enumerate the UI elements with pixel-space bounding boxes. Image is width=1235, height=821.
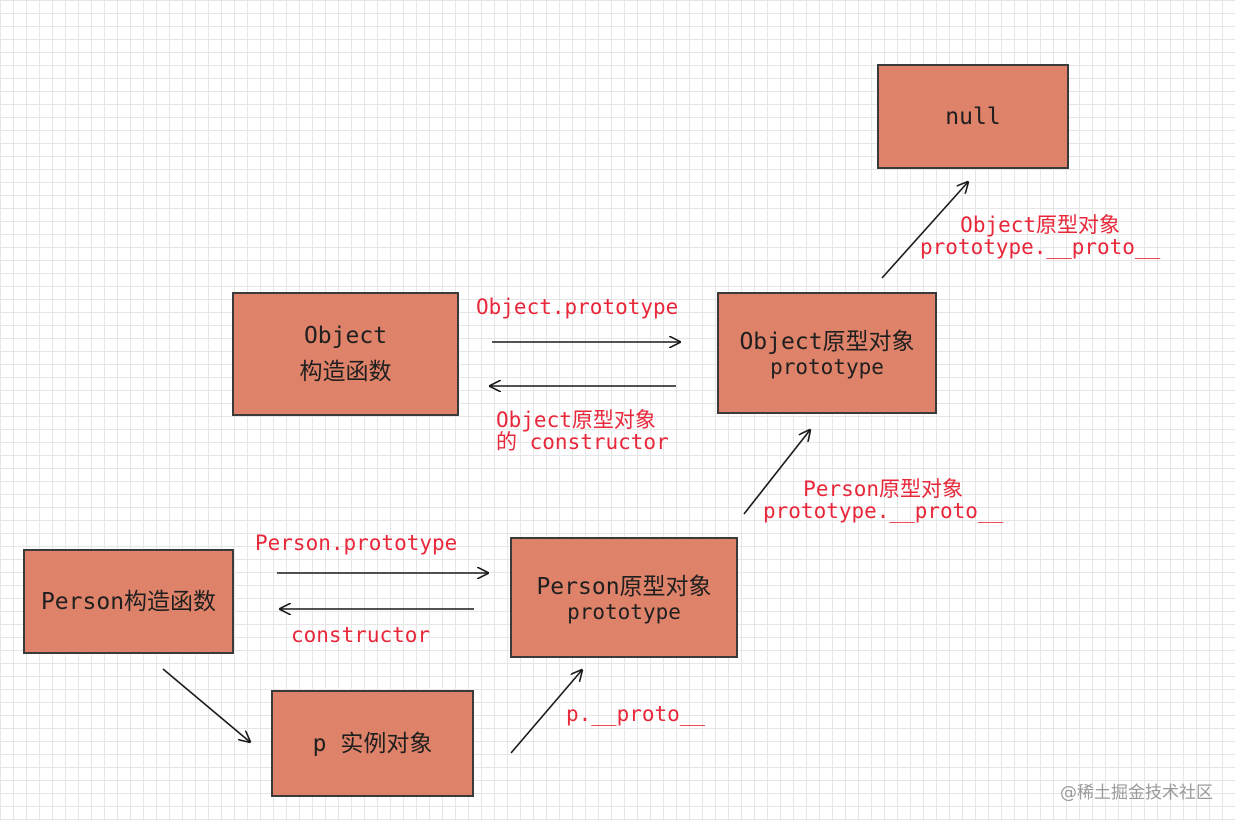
person-prototype-line1: Person原型对象 [536,573,712,600]
object-constructor-line1: Object [303,323,388,349]
arrow-instance-to-person-prototype [510,670,582,754]
p-dunder-proto-label: p.__proto__ [566,702,706,726]
object-constructor-ref-line2: 的 constructor [496,430,669,454]
watermark: @稀土掘金技术社区 [1060,783,1213,803]
object-prototype-box: Object原型对象 prototype [717,292,937,414]
person-constructor-box: Person构造函数 [23,549,234,654]
person-proto-chain-line1: Person原型对象 [803,477,964,501]
object-constructor-ref-line1: Object原型对象 [496,408,656,432]
p-instance-box: p 实例对象 [271,690,474,797]
person-constructor-label: Person构造函数 [40,588,217,615]
person-constructor-ref-label: constructor [291,623,431,647]
arrow-person-to-instance [162,668,250,742]
object-proto-chain-line2: prototype.__proto__ [920,235,1161,259]
object-proto-chain-line1: Object原型对象 [960,213,1121,237]
object-proto-chain-label: Object原型对象 prototype.__proto__ [920,214,1160,258]
object-constructor-ref-label: Object原型对象 的 constructor [496,409,669,453]
object-prototype-line1: Object原型对象 [739,329,915,355]
arrow-person-prototype-to-object-prototype [743,430,810,515]
object-constructor-line2: 构造函数 [299,359,392,385]
arrow-object-prototype-to-null [881,182,968,279]
person-prototype-line2: prototype [567,599,681,624]
null-box-label: null [945,103,1001,130]
p-instance-label: p 实例对象 [312,730,433,757]
person-dot-prototype-label: Person.prototype [255,531,458,555]
object-prototype-line2: prototype [770,355,884,379]
person-proto-chain-line2: prototype.__proto__ [763,499,1004,523]
null-box: null [877,64,1069,169]
person-proto-chain-label: Person原型对象 prototype.__proto__ [763,478,1003,522]
object-dot-prototype-label: Object.prototype [476,295,679,319]
person-prototype-box: Person原型对象 prototype [510,537,738,658]
object-constructor-box: Object 构造函数 [232,292,459,416]
